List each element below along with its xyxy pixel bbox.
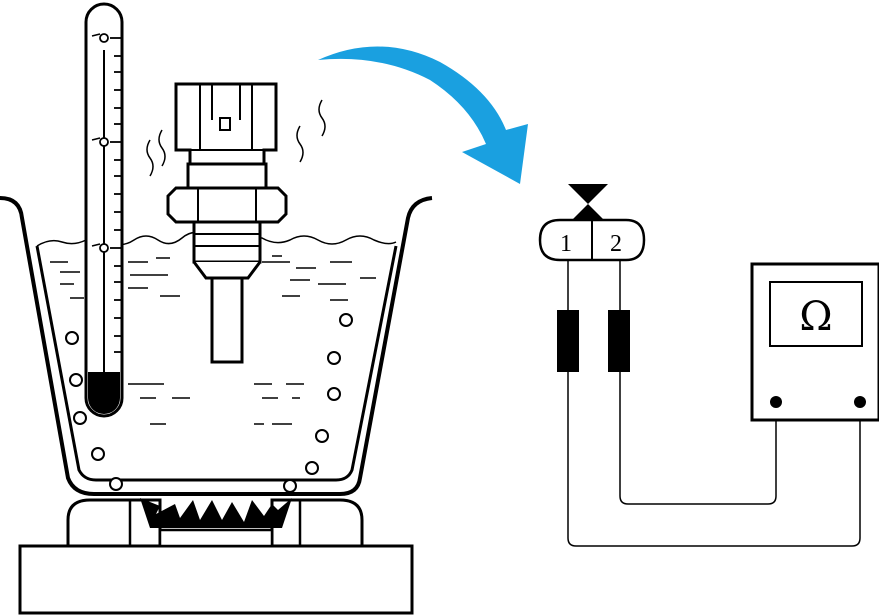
arrow-icon	[318, 46, 528, 184]
ohmmeter-display: Ω	[799, 294, 832, 340]
test-leads	[567, 260, 861, 547]
probe-2	[608, 310, 630, 372]
thermometer-icon	[84, 2, 124, 418]
burner-flame-icon	[140, 498, 292, 528]
ohmmeter-icon: Ω	[750, 262, 879, 422]
water-bubbles	[65, 313, 353, 493]
heat-waves	[146, 99, 326, 177]
pin-1-label: 1	[560, 231, 572, 257]
water-dashes	[50, 255, 376, 425]
pin-2-label: 2	[610, 231, 622, 257]
connector-icon: 1 2	[538, 184, 646, 262]
temperature-sensor-icon	[166, 82, 288, 364]
burner-stand	[66, 498, 364, 548]
stove-base	[18, 544, 414, 615]
water-pot	[0, 196, 433, 496]
probe-1	[557, 310, 579, 372]
